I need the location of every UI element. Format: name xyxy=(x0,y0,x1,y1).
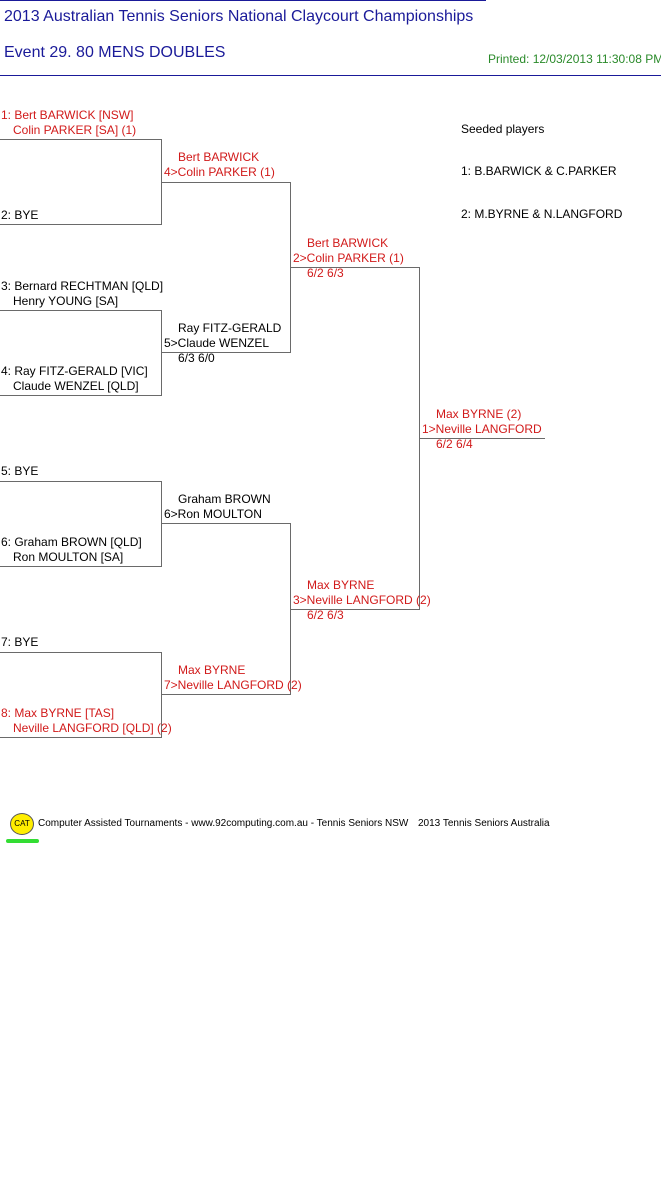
r2-slot-line-2 xyxy=(162,352,291,353)
r2-entry-2-line2: 5>Claude WENZEL xyxy=(164,336,270,350)
r3-entry-2-line1: Max BYRNE xyxy=(307,578,375,592)
footer-copyright: 2013 Tennis Seniors Australia xyxy=(418,818,550,829)
r3-entry-2-line2: 3>Neville LANGFORD (2) xyxy=(293,593,431,607)
r1-slot-line-2 xyxy=(0,224,162,225)
event-title: Event 29. 80 MENS DOUBLES xyxy=(4,44,226,61)
r1-entry-8-line2: Neville LANGFORD [QLD] (2) xyxy=(13,721,172,735)
header-rule xyxy=(0,75,661,76)
seeded-item-2: 2: M.BYRNE & N.LANGFORD xyxy=(461,207,623,221)
top-rule xyxy=(0,0,486,1)
r2-connector-2 xyxy=(290,523,291,695)
page-title: 2013 Australian Tennis Seniors National … xyxy=(4,8,474,25)
r2-connector-1 xyxy=(290,182,291,353)
r3-slot-line-2 xyxy=(291,609,420,610)
printed-timestamp: Printed: 12/03/2013 11:30:08 PM xyxy=(488,52,661,66)
r1-entry-1-line2: Colin PARKER [SA] (1) xyxy=(13,123,137,137)
final-entry-score: 6/2 6/4 xyxy=(436,437,473,451)
seeded-item-1: 1: B.BARWICK & C.PARKER xyxy=(461,164,617,178)
r1-slot-line-3 xyxy=(0,310,162,311)
r2-entry-3-line2: 6>Ron MOULTON xyxy=(164,507,262,521)
r1-entry-3-line2: Henry YOUNG [SA] xyxy=(13,294,119,308)
r1-slot-line-5 xyxy=(0,481,162,482)
r1-slot-line-8 xyxy=(0,737,162,738)
r1-entry-2-line1: 2: BYE xyxy=(1,208,39,222)
r3-entry-1-line2: 2>Colin PARKER (1) xyxy=(293,251,404,265)
r2-entry-4-line1: Max BYRNE xyxy=(178,663,246,677)
r1-connector-2 xyxy=(161,310,162,396)
r1-slot-line-7 xyxy=(0,652,162,653)
r2-entry-3-line1: Graham BROWN xyxy=(178,492,271,506)
r1-connector-3 xyxy=(161,481,162,567)
r3-entry-1-score: 6/2 6/3 xyxy=(307,266,344,280)
r1-slot-line-1 xyxy=(0,139,162,140)
r2-entry-2-score: 6/3 6/0 xyxy=(178,351,215,365)
seeded-heading: Seeded players xyxy=(461,122,545,136)
r1-slot-line-6 xyxy=(0,566,162,567)
r3-connector xyxy=(419,267,420,610)
r2-slot-line-4 xyxy=(162,694,291,695)
r2-entry-4-line2: 7>Neville LANGFORD (2) xyxy=(164,678,302,692)
final-entry-line1: Max BYRNE (2) xyxy=(436,407,522,421)
r1-entry-3-line1: 3: Bernard RECHTMAN [QLD] xyxy=(1,279,164,293)
r1-connector-4 xyxy=(161,652,162,738)
r2-entry-1-line1: Bert BARWICK xyxy=(178,150,260,164)
r2-entry-1-line2: 4>Colin PARKER (1) xyxy=(164,165,275,179)
r2-entry-2-line1: Ray FITZ-GERALD xyxy=(178,321,282,335)
r1-entry-6-line2: Ron MOULTON [SA] xyxy=(13,550,124,564)
final-entry-line2: 1>Neville LANGFORD xyxy=(422,422,542,436)
r1-entry-5-line1: 5: BYE xyxy=(1,464,39,478)
r2-slot-line-1 xyxy=(162,182,291,183)
cat-logo-underline xyxy=(6,839,39,843)
r1-slot-line-4 xyxy=(0,395,162,396)
r3-slot-line-1 xyxy=(291,267,420,268)
r1-entry-7-line1: 7: BYE xyxy=(1,635,39,649)
r2-slot-line-3 xyxy=(162,523,291,524)
r1-entry-4-line2: Claude WENZEL [QLD] xyxy=(13,379,139,393)
r1-entry-8-line1: 8: Max BYRNE [TAS] xyxy=(1,706,115,720)
r3-entry-1-line1: Bert BARWICK xyxy=(307,236,389,250)
r1-connector-1 xyxy=(161,139,162,225)
r1-entry-4-line1: 4: Ray FITZ-GERALD [VIC] xyxy=(1,364,148,378)
r3-entry-2-score: 6/2 6/3 xyxy=(307,608,344,622)
footer-credit: Computer Assisted Tournaments - www.92co… xyxy=(38,818,409,829)
final-slot-line xyxy=(420,438,545,439)
r1-entry-6-line1: 6: Graham BROWN [QLD] xyxy=(1,535,142,549)
cat-logo[interactable]: CAT xyxy=(10,813,34,835)
r1-entry-1-line1: 1: Bert BARWICK [NSW] xyxy=(1,108,134,122)
